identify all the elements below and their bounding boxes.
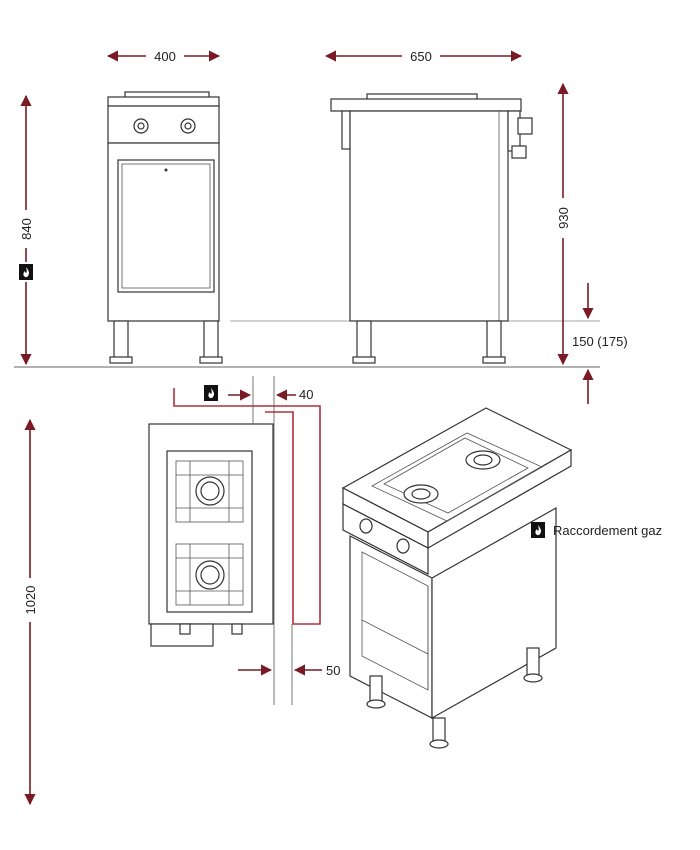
dim-label-930: 930 xyxy=(556,207,571,229)
dim-label-1020: 1020 xyxy=(23,586,38,615)
gas-flame-icon xyxy=(531,522,545,538)
isometric-view xyxy=(341,407,573,749)
dim-label-840: 840 xyxy=(19,218,34,240)
dim-label-150: 150 (175) xyxy=(572,334,628,349)
gas-flame-icon xyxy=(19,264,33,280)
side-view xyxy=(330,93,533,364)
dim-label-400: 400 xyxy=(154,49,176,64)
gas-flame-icon xyxy=(204,385,218,401)
dim-label-40: 40 xyxy=(299,387,313,402)
gas-connection-label: Raccordement gaz xyxy=(553,523,662,538)
dim-label-650: 650 xyxy=(410,49,432,64)
front-view xyxy=(107,91,223,364)
dim-label-50: 50 xyxy=(326,663,340,678)
top-view xyxy=(148,423,274,647)
gas-connection-line xyxy=(173,388,321,625)
